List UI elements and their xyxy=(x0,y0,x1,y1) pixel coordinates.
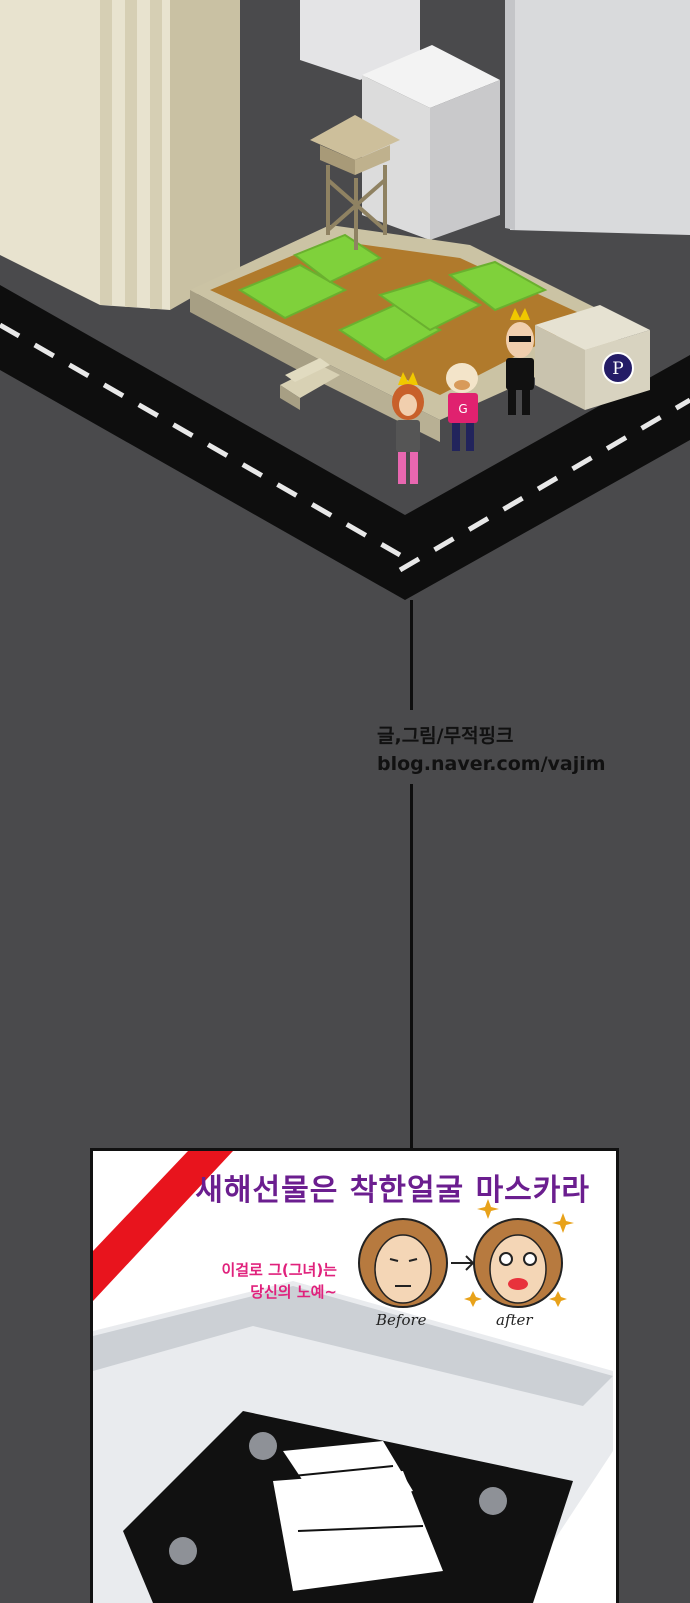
grass-beds xyxy=(237,233,548,362)
parking-sign: P xyxy=(612,359,623,379)
before-label: Before xyxy=(376,1311,427,1329)
building-white-top xyxy=(362,45,500,108)
ad-artwork xyxy=(93,1151,613,1603)
road xyxy=(0,285,690,600)
mascara-ad-panel[interactable]: 새해선물은 착한얼굴 마스카라 이걸로 그(그녀)는 당신의 노예~ Befor… xyxy=(90,1148,619,1603)
building-far-right-side xyxy=(505,0,515,230)
ad-tagline-line1: 이걸로 그(그녀)는 xyxy=(221,1261,337,1279)
ad-title: 새해선물은 착한얼굴 마스카라 xyxy=(195,1173,590,1208)
building-beige-side xyxy=(170,0,240,310)
shirt-letter: G xyxy=(458,402,467,416)
after-label: after xyxy=(496,1311,533,1329)
credit-author: 글,그림/무적핑크 xyxy=(377,725,514,747)
building-white-right xyxy=(430,80,500,240)
lot-base-front xyxy=(190,290,320,382)
character-man-sunglasses xyxy=(506,308,534,415)
author-credit: 글,그림/무적핑크 blog.naver.com/vajim xyxy=(377,716,606,784)
ad-tagline: 이걸로 그(그녀)는 당신의 노예~ xyxy=(197,1259,337,1303)
mascara-package xyxy=(93,1281,613,1603)
building-mid xyxy=(300,0,420,80)
building-far-right xyxy=(510,0,690,235)
stairs xyxy=(280,358,340,410)
building-beige-front xyxy=(0,0,170,310)
parking-booth: P xyxy=(535,305,650,410)
city-scene-illustration: P G xyxy=(0,0,690,600)
credit-blog-link[interactable]: blog.naver.com/vajim xyxy=(377,753,606,775)
connector-line-top xyxy=(410,600,413,710)
red-ribbon xyxy=(93,1151,233,1301)
connector-line-bottom xyxy=(410,778,413,1150)
arrow-icon xyxy=(451,1255,475,1271)
after-face xyxy=(473,1218,563,1308)
before-face xyxy=(358,1218,448,1308)
building-white-left xyxy=(362,75,430,240)
character-girl xyxy=(392,372,424,484)
ad-tagline-line2: 당신의 노예~ xyxy=(250,1283,337,1301)
sparkle-icons xyxy=(464,1199,574,1307)
road-dashes xyxy=(0,322,690,573)
parking-sign-circle xyxy=(602,352,634,384)
watchtower xyxy=(310,115,400,250)
building-beige-stripes xyxy=(100,0,162,309)
character-hamster: G xyxy=(446,363,478,451)
